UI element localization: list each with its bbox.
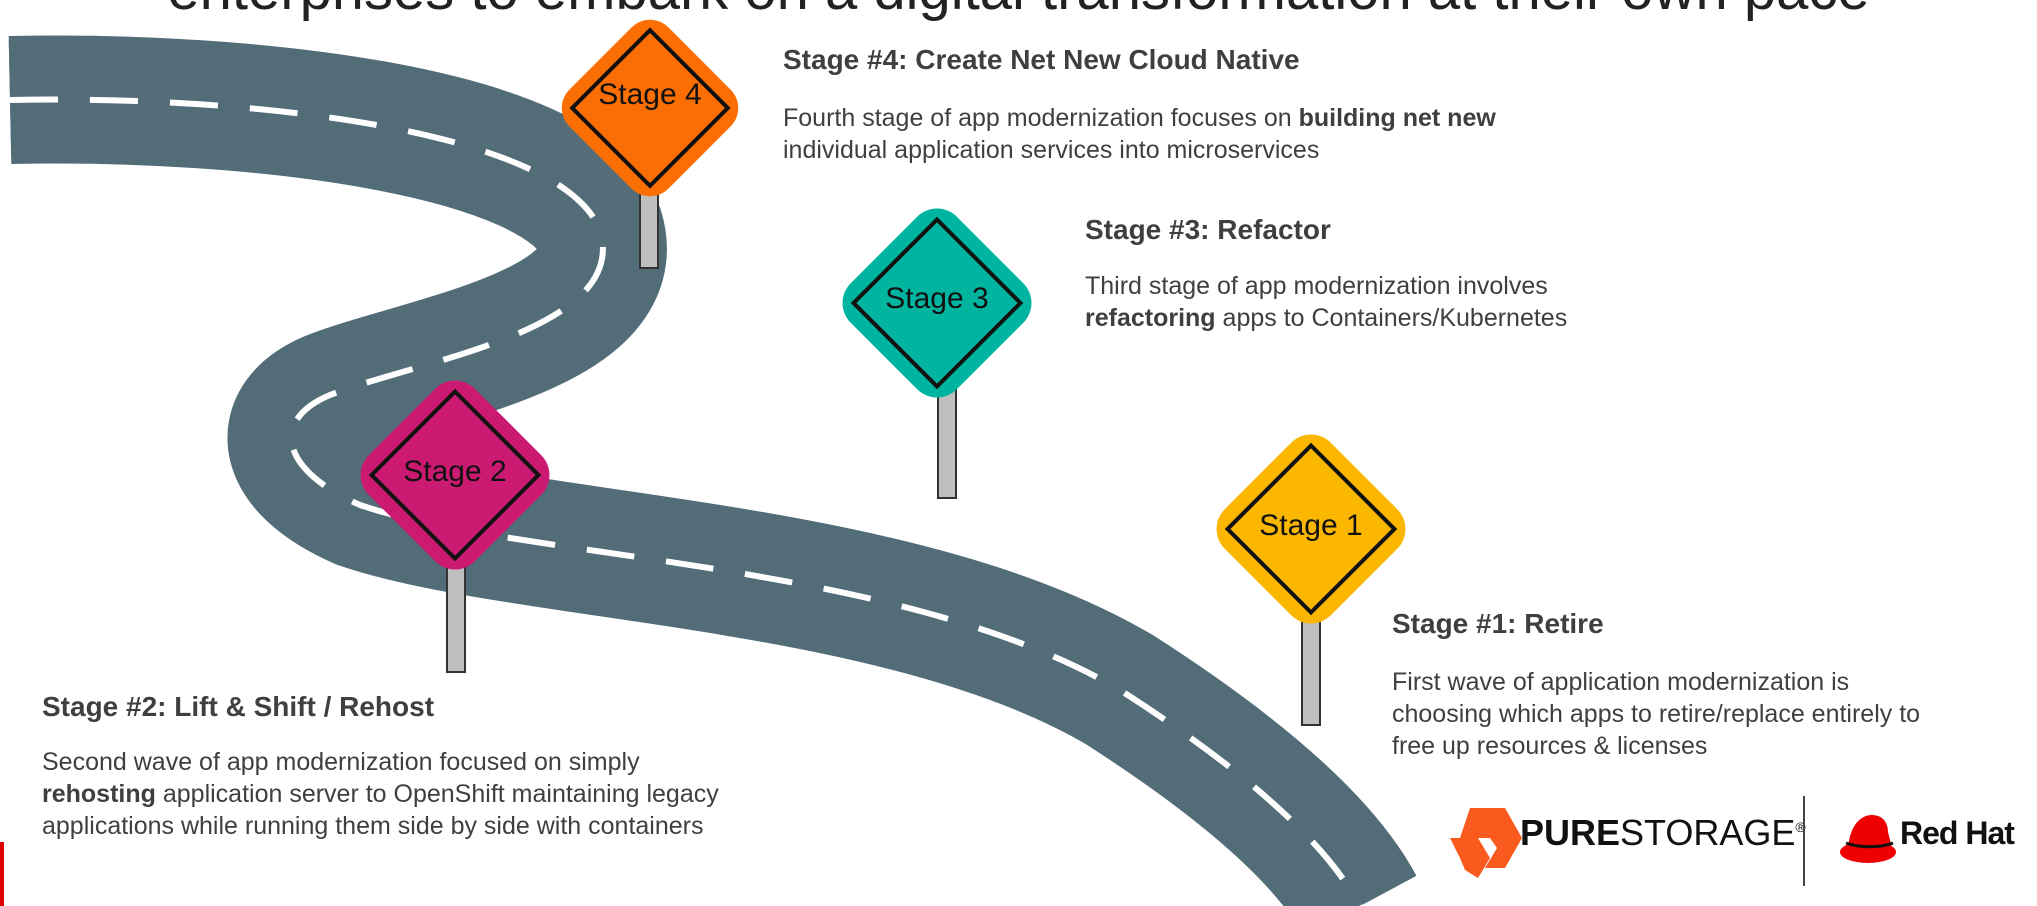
stage-4-desc-bold: building net new <box>1298 104 1496 132</box>
stage-3-sign <box>842 208 1032 398</box>
pure-storage-logo-bold: PURE <box>1520 812 1621 853</box>
stage-3-desc-text-2: apps to Containers/Kubernetes <box>1215 304 1568 332</box>
red-edge-accent <box>0 842 4 906</box>
stage-1-description: First wave of application modernization … <box>1392 668 1921 760</box>
winding-road <box>8 29 1422 906</box>
stage-3-desc-bold: refactoring <box>1085 304 1216 332</box>
stage-4-sign-label: Stage 4 <box>598 78 702 111</box>
stage-4-desc-text: Fourth stage of app modernization focuse… <box>783 104 1299 132</box>
stage-1-sign-label: Stage 1 <box>1259 509 1363 542</box>
headline: enterprises to embark on a digital trans… <box>0 0 2037 23</box>
stage-1-sign <box>1216 434 1406 624</box>
stage-3-description: Third stage of app modernization involve… <box>1085 270 1685 334</box>
stage-3-sign-label: Stage 3 <box>885 282 989 315</box>
stage-2-desc-text: Second wave of app modernization focused… <box>42 748 640 776</box>
stage-3-title: Stage #3: Refactor <box>1085 214 1331 245</box>
stage-1-title: Stage #1: Retire <box>1392 608 1604 639</box>
stage-2-sign <box>360 380 550 570</box>
stage-4-desc-text-2: individual application services into mic… <box>783 136 1320 164</box>
pure-storage-logo-light: STORAGE <box>1620 812 1796 853</box>
pure-storage-logo: PURESTORAGE® <box>1520 812 1806 854</box>
stage-2-sign-label: Stage 2 <box>403 455 507 488</box>
logo-divider <box>1803 796 1805 886</box>
stage-2-title: Stage #2: Lift & Shift / Rehost <box>42 691 435 722</box>
stage-2-description: Second wave of app modernization focused… <box>42 746 842 842</box>
stage-4-sign <box>561 19 739 197</box>
stage-4-title: Stage #4: Create Net New Cloud Native <box>783 44 1300 75</box>
stage-2-desc-bold: rehosting <box>42 780 156 808</box>
stage-2-desc-text-2: application server to OpenShift maintain… <box>42 780 719 840</box>
stage-3-desc-text: Third stage of app modernization involve… <box>1085 272 1548 300</box>
pure-storage-logo-reg: ® <box>1795 819 1806 835</box>
pure-storage-logo-icon <box>1450 808 1522 878</box>
stage-4-description: Fourth stage of app modernization focuse… <box>783 102 1683 166</box>
red-hat-logo: Red Hat <box>1900 815 2015 851</box>
red-hat-logo-icon <box>1840 815 1896 863</box>
